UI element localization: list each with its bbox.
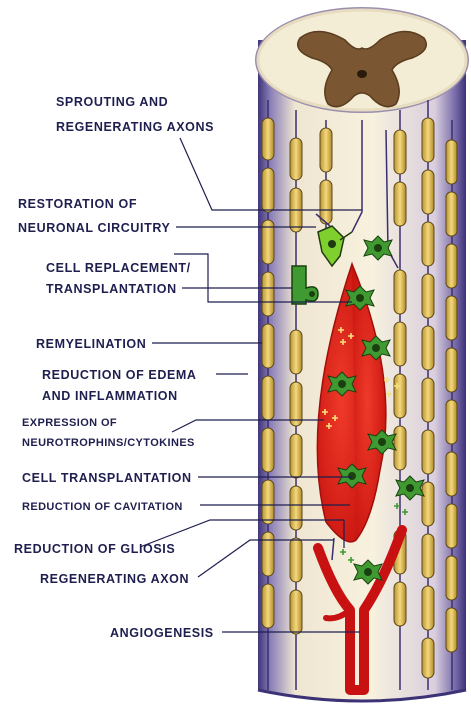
label-angiogenesis: ANGIOGENESIS — [110, 626, 214, 640]
label-cavitation: REDUCTION OF CAVITATION — [22, 501, 183, 513]
label-sprouting-line2: REGENERATING AXONS — [56, 120, 214, 134]
label-edema-line2: AND INFLAMMATION — [42, 389, 178, 403]
labels: SPROUTING AND REGENERATING AXONS RESTORA… — [14, 95, 214, 640]
label-expression-line2: NEUROTROPHINS/CYTOKINES — [22, 437, 195, 449]
label-cell-replacement-line2: TRANSPLANTATION — [46, 282, 177, 296]
label-gliosis: REDUCTION OF GLIOSIS — [14, 542, 175, 556]
label-regenerating-axon: REGENERATING AXON — [40, 572, 189, 586]
label-restoration-line2: NEURONAL CIRCUITRY — [18, 221, 171, 235]
label-restoration-line1: RESTORATION OF — [18, 197, 137, 211]
label-cell-transplantation: CELL TRANSPLANTATION — [22, 471, 192, 485]
label-edema-line1: REDUCTION OF EDEMA — [42, 368, 197, 382]
label-sprouting-line1: SPROUTING AND — [56, 95, 168, 109]
label-expression-line1: EXPRESSION OF — [22, 417, 117, 429]
label-cell-replacement-line1: CELL REPLACEMENT/ — [46, 261, 191, 275]
cord-cross-section — [256, 8, 468, 112]
label-remyelination: REMYELINATION — [36, 337, 146, 351]
